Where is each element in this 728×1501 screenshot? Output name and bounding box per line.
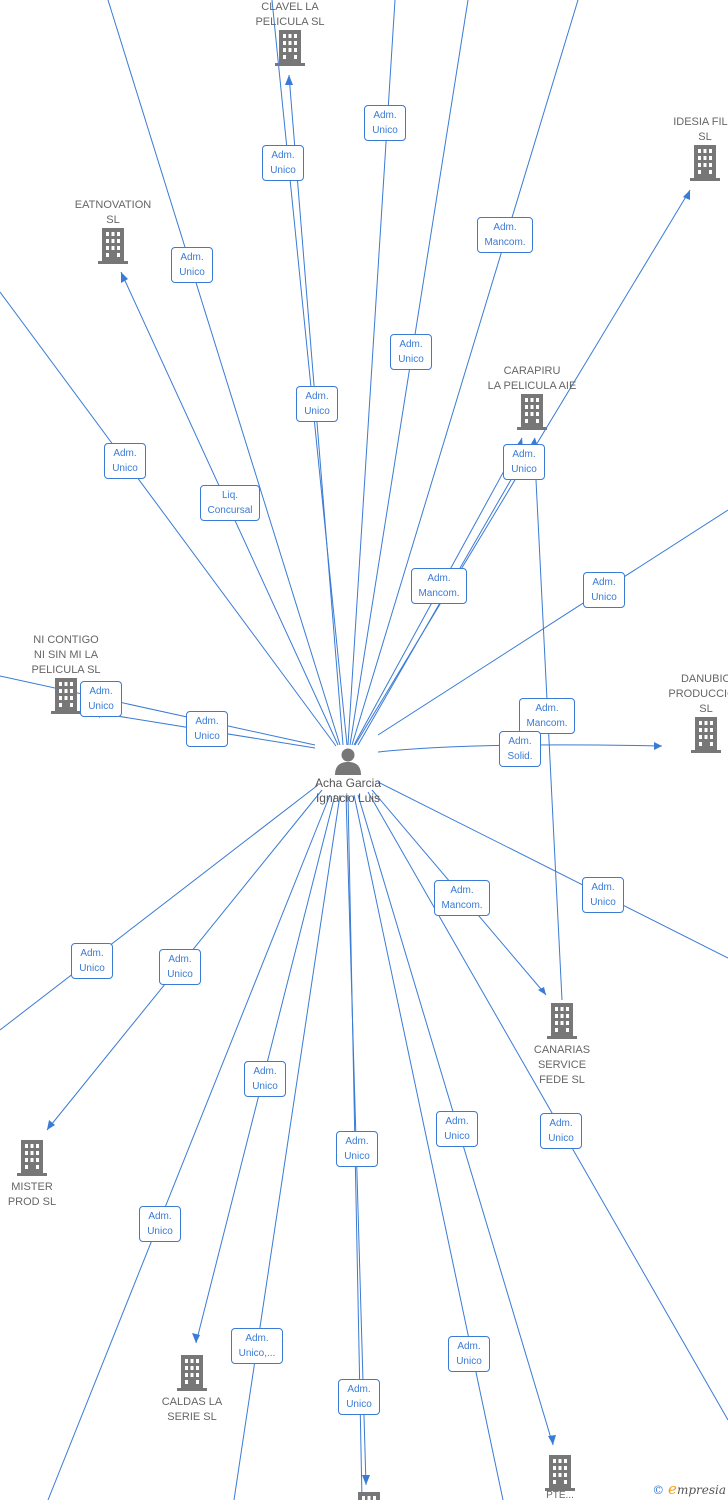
edge-label[interactable]: Adm. Unico	[583, 572, 625, 608]
building-icon	[98, 228, 128, 264]
edge-bottom-right	[367, 791, 728, 1421]
arrow-pte	[548, 1435, 556, 1445]
edge-label[interactable]: Adm. Unico,...	[231, 1328, 283, 1364]
company-node-canarias[interactable]: CANARIAS SERVICE FEDE SL	[517, 1003, 607, 1088]
edge-label[interactable]: Adm. Solid.	[499, 731, 541, 767]
edge-left-1	[0, 291, 337, 747]
building-icon	[691, 717, 721, 753]
edge-label[interactable]: Adm. Unico	[244, 1061, 286, 1097]
edge-label[interactable]: Adm. Unico	[336, 1131, 378, 1167]
building-icon	[545, 1455, 575, 1491]
edge-label[interactable]: Adm. Mancom.	[519, 698, 575, 734]
edge-label[interactable]: Adm. Unico	[364, 105, 406, 141]
edge-top-3	[351, 0, 579, 746]
edge-label[interactable]: Adm. Unico	[262, 145, 304, 181]
edge-right-2	[377, 781, 728, 959]
edge-top-4	[107, 0, 341, 746]
person-icon	[335, 748, 361, 775]
edge-top-2	[349, 0, 469, 746]
company-name: CLAVEL LA PELICULA SL	[255, 1, 325, 28]
company-name: IDESIA FILM SL	[673, 116, 728, 143]
edge-label[interactable]: Adm. Unico	[503, 444, 545, 480]
edge-label[interactable]: Adm. Unico	[448, 1336, 490, 1372]
brand-name: mpresia	[676, 1483, 726, 1497]
company-node-nicontigo[interactable]: NI CONTIGO NI SIN MI LA PELICULA SL	[21, 633, 111, 714]
edge-label[interactable]: Adm. Mancom.	[434, 880, 490, 916]
brand-e: e	[668, 1480, 677, 1498]
company-name: DANUBIO PRODUCCION SL	[668, 673, 728, 715]
company-name: PTE...	[546, 1490, 574, 1501]
edge-label[interactable]: Adm. Unico	[540, 1113, 582, 1149]
edge-nicontigo-1	[0, 675, 316, 746]
edge-left-2	[0, 784, 319, 1031]
company-node-mister[interactable]: MISTER PROD SL	[0, 1140, 77, 1210]
copyright-icon: ©	[652, 1483, 665, 1497]
company-node-danubio[interactable]: DANUBIO PRODUCCION SL	[658, 672, 728, 753]
building-icon	[358, 1492, 380, 1500]
building-icon	[177, 1355, 207, 1391]
company-name: EATNOVATION SL	[74, 199, 152, 226]
edge-label[interactable]: Adm. Unico	[171, 247, 213, 283]
edge-clavel-2	[271, 0, 348, 746]
company-node-caldas[interactable]: CALDAS LA SERIE SL	[147, 1355, 237, 1425]
edge-bottom-3	[353, 794, 504, 1500]
arrow-idesia	[683, 190, 690, 200]
building-icon	[17, 1140, 47, 1176]
edge-label[interactable]: Adm. Unico	[139, 1206, 181, 1242]
arrow-danubio	[654, 742, 662, 750]
building-icon	[51, 678, 81, 714]
company-name: CARAPIRU LA PELICULA AIE	[487, 365, 577, 392]
edge-label[interactable]: Adm. Unico	[80, 681, 122, 717]
edge-bottom-left-1	[47, 794, 331, 1500]
building-icon	[547, 1003, 577, 1039]
edge-label[interactable]: Adm. Unico	[436, 1111, 478, 1147]
company-name: CALDAS LA SERIE SL	[161, 1396, 223, 1423]
company-node-eatnovation[interactable]: EATNOVATION SL	[68, 198, 158, 264]
edge-label[interactable]: Liq. Concursal	[200, 485, 260, 521]
arrow-clavel	[285, 75, 293, 85]
edge-danubio	[377, 744, 663, 753]
company-node-bottom[interactable]	[354, 1492, 384, 1500]
company-name: MISTER PROD SL	[7, 1181, 57, 1208]
arrow-bottom-center	[362, 1475, 370, 1485]
company-node-clavel[interactable]: CLAVEL LA PELICULA SL	[245, 0, 335, 66]
edge-label[interactable]: Adm. Unico	[71, 943, 113, 979]
company-node-pte[interactable]: PTE...	[515, 1455, 605, 1501]
arrow-eatnovation	[121, 272, 128, 283]
edge-label[interactable]: Adm. Mancom.	[477, 217, 533, 253]
edge-label[interactable]: Adm. Unico	[104, 443, 146, 479]
edge-right-1	[377, 509, 728, 736]
edge-label[interactable]: Adm. Unico	[159, 949, 201, 985]
arrow-mister	[47, 1120, 55, 1130]
building-icon	[690, 145, 720, 181]
company-node-carapiru[interactable]: CARAPIRU LA PELICULA AIE	[482, 364, 582, 430]
company-name: NI CONTIGO NI SIN MI LA PELICULA SL	[31, 634, 101, 676]
edge-label[interactable]: Adm. Unico	[390, 334, 432, 370]
arrow-caldas	[192, 1333, 200, 1343]
edge-label[interactable]: Adm. Mancom.	[411, 568, 467, 604]
arrow-canarias	[538, 987, 546, 995]
company-name: CANARIAS SERVICE FEDE SL	[533, 1044, 591, 1086]
edge-label[interactable]: Adm. Unico	[338, 1379, 380, 1415]
brand-logo: © empresia	[652, 1480, 726, 1498]
building-icon	[275, 30, 305, 66]
edge-bottom-2	[233, 794, 341, 1500]
edge-label[interactable]: Adm. Unico	[186, 711, 228, 747]
company-node-idesia[interactable]: IDESIA FILM SL	[660, 115, 728, 181]
building-icon	[517, 394, 547, 430]
person-node-center[interactable]: Acha Garcia Ignacio Luis	[298, 746, 398, 806]
edge-label[interactable]: Adm. Unico	[582, 877, 624, 913]
edge-label[interactable]: Adm. Unico	[296, 386, 338, 422]
person-name: Acha Garcia Ignacio Luis	[314, 776, 382, 805]
